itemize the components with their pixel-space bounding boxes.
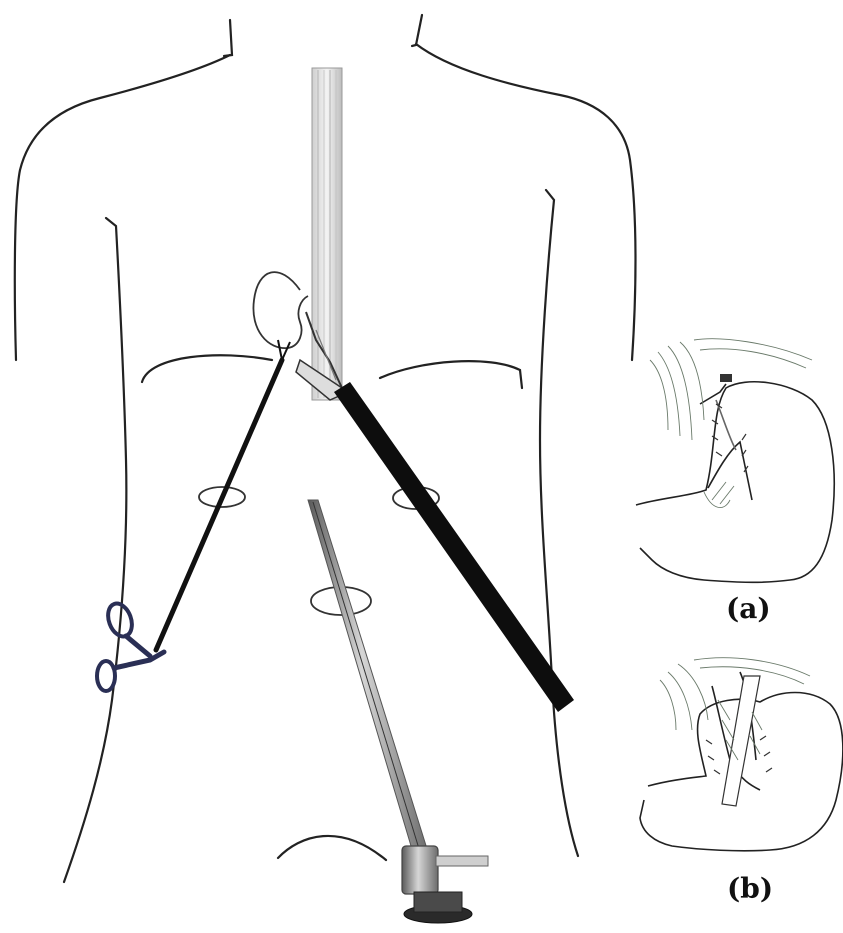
panel-label-a: (a) bbox=[726, 592, 771, 625]
fundoplication-detail-a bbox=[636, 339, 834, 582]
fundoplication-detail-b bbox=[640, 658, 843, 851]
esophagus-tube-icon bbox=[312, 68, 342, 400]
stomach-fundus-outline bbox=[253, 272, 308, 348]
panel-label-b: (b) bbox=[727, 872, 773, 905]
forceps-ring-lower bbox=[97, 661, 115, 691]
